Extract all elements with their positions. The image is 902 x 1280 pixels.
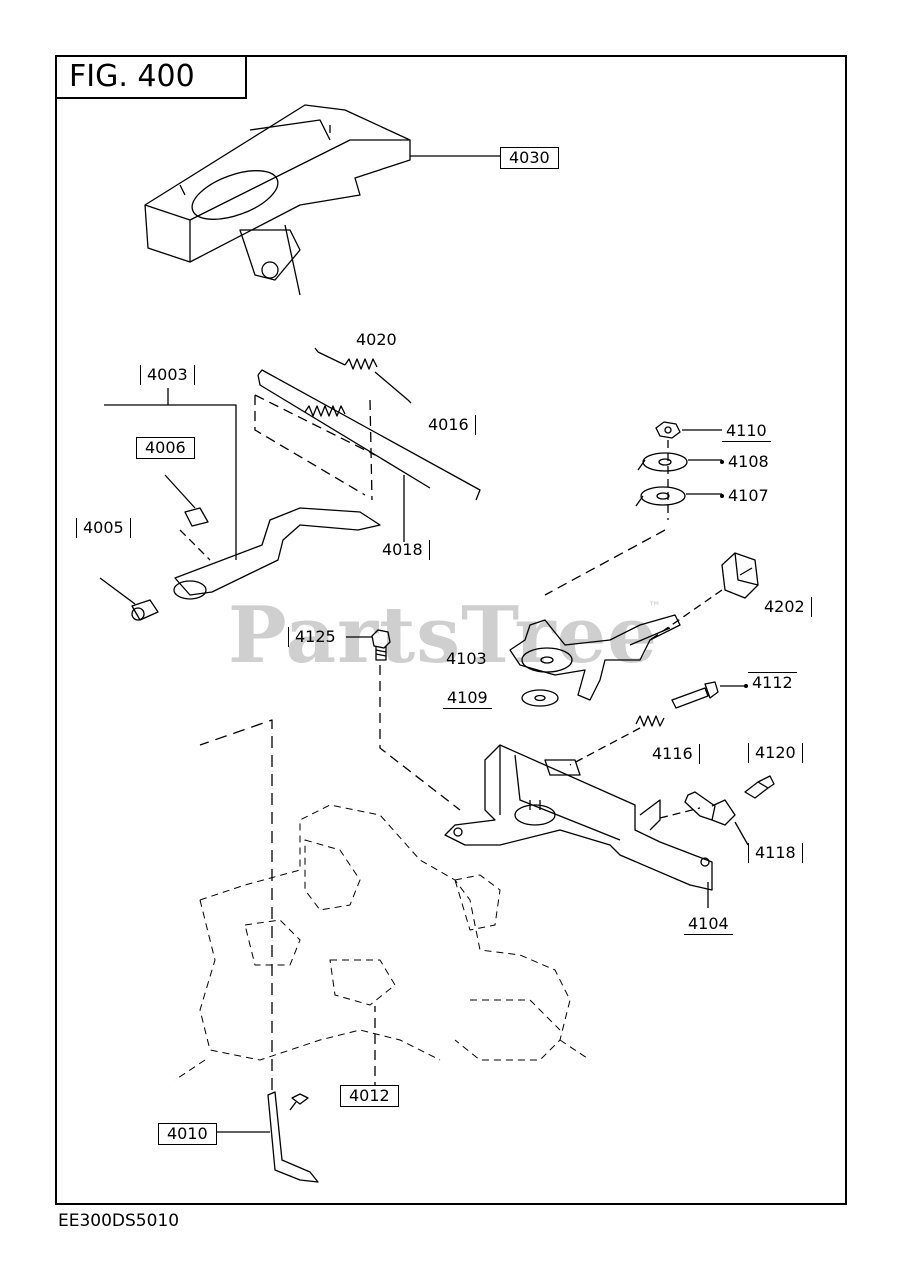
part-4116-spring <box>635 715 665 727</box>
part-4125-bolt <box>371 629 391 661</box>
part-4103-lever <box>509 614 681 701</box>
part-4202-clip <box>721 552 759 599</box>
label-4030[interactable]: 4030 <box>500 147 559 169</box>
label-4012[interactable]: 4012 <box>340 1085 399 1107</box>
dash-4010 <box>199 719 273 1090</box>
part-4118-clip <box>684 791 736 826</box>
part-4112-bolt <box>671 681 719 709</box>
label-4110[interactable]: 4110 <box>722 421 771 442</box>
dash-4202 <box>649 589 723 641</box>
label-4118[interactable]: 4118 <box>748 843 803 863</box>
label-4020[interactable]: 4020 <box>356 330 397 349</box>
watermark: PartsTree <box>228 590 658 681</box>
part-4030-cover <box>144 104 411 296</box>
part-4005-lever <box>99 388 381 621</box>
dash-4103 <box>544 529 666 596</box>
label-4018[interactable]: 4018 <box>382 540 430 560</box>
document-code: EE300DS5010 <box>58 1211 180 1231</box>
label-4010[interactable]: 4010 <box>158 1123 217 1145</box>
label-4016[interactable]: 4016 <box>428 415 476 435</box>
label-4109[interactable]: 4109 <box>443 688 492 709</box>
part-4120-screw <box>744 775 775 799</box>
label-4006[interactable]: 4006 <box>136 437 195 459</box>
part-4010-rod <box>267 1091 319 1183</box>
dash-4125 <box>379 665 461 811</box>
dash-4116 <box>569 727 641 766</box>
part-4016-rod <box>254 369 481 501</box>
label-4005[interactable]: 4005 <box>76 518 131 538</box>
part-4107-washer <box>635 486 686 507</box>
label-4003[interactable]: 4003 <box>140 365 195 385</box>
label-4112[interactable]: 4112 <box>748 672 797 693</box>
diagram-frame <box>55 55 847 1205</box>
label-4120[interactable]: 4120 <box>748 743 803 763</box>
part-4020-spring <box>314 347 412 404</box>
label-4104[interactable]: 4104 <box>684 914 733 935</box>
part-4109-washer <box>521 689 559 707</box>
leader-4118 <box>734 821 749 846</box>
label-4103[interactable]: 4103 <box>446 649 487 668</box>
label-4125[interactable]: 4125 <box>288 627 336 647</box>
part-4110-nut <box>655 421 681 439</box>
watermark-tm: ™ <box>648 600 661 615</box>
label-4108[interactable]: 4108 <box>728 452 769 471</box>
label-4107[interactable]: 4107 <box>728 486 769 505</box>
label-4202[interactable]: 4202 <box>764 597 812 617</box>
dash-4118 <box>659 807 701 819</box>
engine-outline <box>174 804 591 1081</box>
label-4116[interactable]: 4116 <box>652 744 700 764</box>
part-4108-washer <box>637 452 688 472</box>
part-4104-bracket <box>444 744 713 891</box>
figure-title: FIG. 400 <box>55 55 247 99</box>
